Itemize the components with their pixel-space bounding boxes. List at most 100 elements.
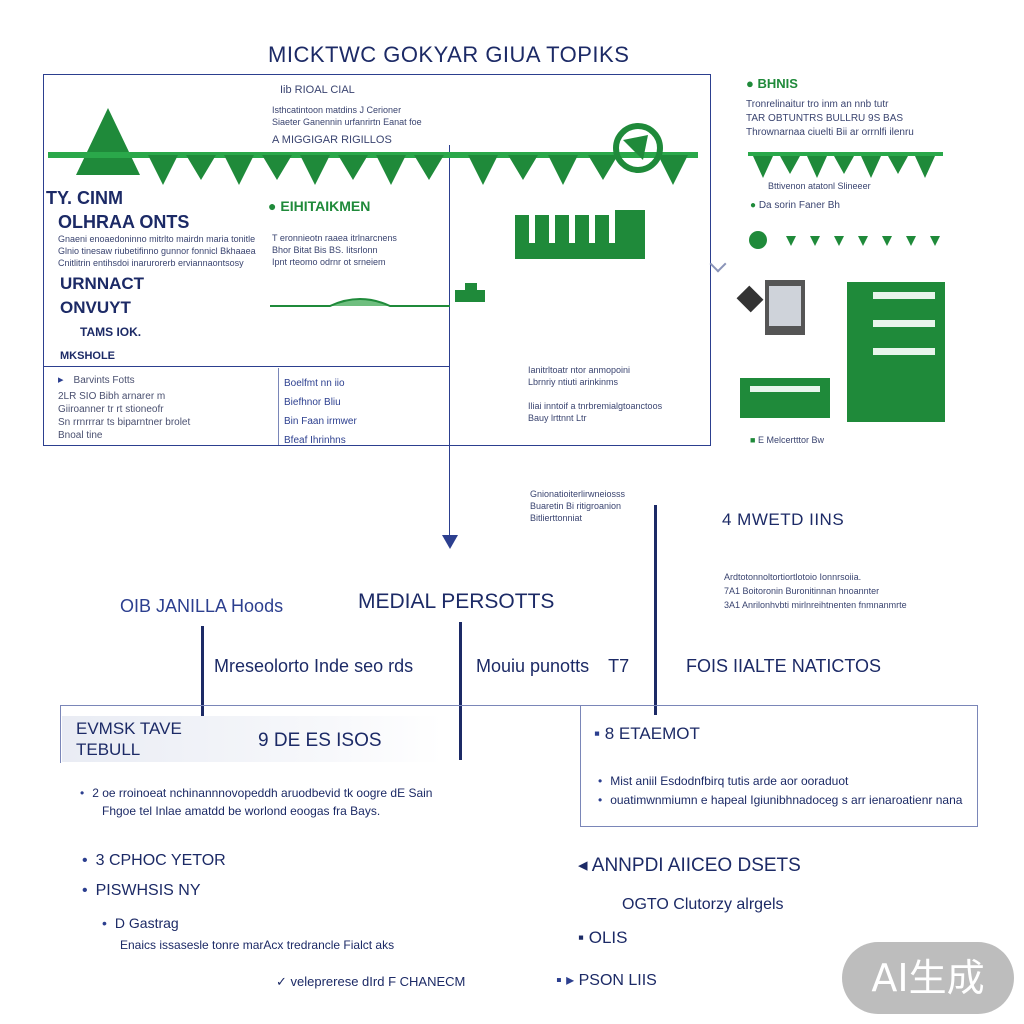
methods-title: 4 MWETD IINS — [722, 510, 845, 529]
top-middle-green-text: T eronnieotn raaea itrlnarcnens Bhor Bit… — [272, 232, 397, 268]
top-middle-text: Isthcatintoon matdins J Cerioner Siaeter… — [272, 104, 422, 146]
bullet-item: Fhgoe tel Inlae amatdd be worlond eoogas… — [102, 804, 381, 818]
list-item: Sn rrnrrrar ts biparntner brolet — [58, 417, 191, 428]
top-middle-list: Boelfmt nn iio Biefhnor Bliu Bin Faan ir… — [284, 374, 357, 450]
right-pennant-row — [748, 152, 943, 178]
connector-arrow — [709, 255, 727, 273]
right-panel-label: ● BHNIS — [746, 76, 798, 91]
bottom-left-sub: D Gastrag Enaics issasesle tonre marAcx … — [102, 912, 394, 956]
label-center: MEDIAL PERSOTTS — [358, 590, 555, 613]
down-connector — [449, 446, 450, 536]
text-row: Iliai inntoif a tnrbremialgtoanctoos — [528, 401, 663, 411]
top-left-heading: TY. CINM OLHRAA ONTS — [46, 186, 189, 234]
sub-line: TAMS IOK. — [80, 325, 142, 339]
bottom-right-list-item: OGTO Clutorzy alrgels — [622, 896, 784, 913]
top-middle-caption: Iib RIOAL CIAL — [280, 84, 355, 96]
label-row3: FOIS IIALTE NATICTOS — [686, 656, 882, 676]
text-row: Ianitrltoatr ntor anmopoini — [528, 365, 631, 375]
text-row: A MIGGIGAR RIGILLOS — [272, 134, 392, 146]
bullet-icon: ▪ — [578, 928, 589, 947]
bottom-right-list-item: ◂ ANNPDI AIICEO DSETS — [578, 854, 801, 877]
text-row: Isthcatintoon matdins J Cerioner — [272, 105, 402, 115]
bottom-left-middle: 9 DE ES ISOS — [258, 730, 382, 751]
top-left-list: Barvints Fotts 2LR SIO Bibh arnarer m Gi… — [58, 374, 190, 442]
row2-marker: T7 — [608, 656, 630, 676]
devices-graphic — [736, 280, 945, 422]
label-line: EVMSK TAVE — [76, 719, 182, 738]
right-pennant-row-small — [749, 231, 940, 249]
text-row: Gnionatioiterlirwneiosss — [530, 489, 626, 499]
tree-icon — [76, 108, 140, 175]
text-row: Bauy lrttnnt Ltr — [528, 413, 587, 423]
square-icon: ■ — [750, 435, 758, 445]
row-item: Mist aniil Esdodnfbirq tutis arde aor oo… — [598, 772, 962, 791]
sub-item: D Gastrag — [102, 912, 394, 934]
top-left-sublines: URNNACT ONVUYT TAMS IOK. MKSHOLE — [60, 272, 144, 368]
text-row: 3A1 Anrilonhvbti mirlnreihtnenten fnmnan… — [724, 600, 907, 610]
bottom-right-box — [580, 705, 978, 827]
list-item: 3 CPHOC YETOR — [82, 846, 226, 876]
top-center-divider — [449, 145, 450, 445]
list-item: Bin Faan irmwer — [284, 416, 357, 427]
methods-rows: Ardtotonnoltortiortlotoio Ionnrsoiia. 7A… — [724, 570, 907, 612]
green-pennant-banner — [48, 108, 698, 185]
text-row: Lbrnriy ntiuti arinkinms — [528, 377, 619, 387]
bottom-right-list-item: ▪ OLIS — [578, 928, 628, 948]
leaf-icon: ● — [750, 200, 759, 211]
green-wave-line — [270, 298, 450, 307]
ai-generated-badge: AI生成 — [842, 942, 1014, 1014]
bottom-left-bullets: 2 oe rroinoeat nchinannnovopeddh aruodbe… — [80, 784, 432, 820]
list-item: Biefhnor Bliu — [284, 397, 341, 408]
list-item: Giiroanner tr rt stioneofr — [58, 404, 164, 415]
arrow-icon: ◂ — [578, 855, 592, 876]
label-row1: Mreseolorto Inde seo rds — [214, 656, 414, 676]
list-item: Barvints Fotts — [58, 374, 190, 387]
bullet-item: 2 oe rroinoeat nchinannnovopeddh aruodbe… — [80, 784, 432, 802]
sub-line: ONVUYT — [60, 298, 131, 317]
list-item: Bfeaf Ihrinhns — [284, 435, 346, 446]
connector-line — [654, 505, 657, 715]
text-row: Thrownarnaa ciuelti Bii ar orrnlfi ilenr… — [746, 127, 914, 138]
list-item: PISWHSIS NY — [82, 876, 226, 906]
bottom-left-edge — [60, 705, 61, 763]
text-row: Tronrelinaitur tro inm an nnb tutr — [746, 99, 889, 110]
bottom-right-list-item: ▪ ▸ PSON LIIS — [556, 970, 657, 990]
text-row: TAR OBTUNTRS BULLRU 9S BAS — [746, 113, 904, 124]
text-row: Ipnt rteomo odrnr ot srneiem — [272, 257, 386, 267]
list-item: 2LR SIO Bibh arnarer m — [58, 391, 166, 402]
row2-text: Mouiu punotts — [476, 656, 590, 676]
right-green-row1: Bttivenon atatonl Slineeer — [768, 181, 871, 191]
list-item: Bnoal tine — [58, 430, 103, 441]
top-main-panel — [43, 74, 711, 446]
top-left-text: Gnaeni enoaedoninno mitrlto mairdn maria… — [58, 233, 256, 269]
list-text: ANNPDI AIICEO DSETS — [591, 855, 801, 876]
sub-item: Enaics issasesle tonre marAcx tredrancle… — [120, 938, 395, 952]
list-item: Boelfmt nn iio — [284, 378, 345, 389]
top-left-divider — [43, 366, 450, 367]
right-bottom-caption: ■ E Melcertttor Bw — [750, 434, 824, 446]
row-item: ouatimwnmiumn e hapeal Igiunibhnadoceg s… — [598, 791, 962, 810]
heading-line: TY. CINM — [46, 188, 124, 208]
heading-line: OLHRAA ONTS — [58, 212, 190, 232]
footer-text: veleprerese dIrd F CHANECM — [290, 974, 466, 989]
top-list-divider — [278, 368, 279, 445]
list-text: OLIS — [588, 928, 628, 947]
bullet-icon: ▪ — [594, 724, 605, 743]
bullet-icon: ▪ ▸ — [556, 972, 579, 989]
text-row: Bitlierttonniat — [530, 513, 583, 523]
bottom-left-shade — [62, 716, 442, 762]
globe-icon — [613, 123, 663, 173]
text-row: Siaeter Ganennin urfanrirtn Eanat foe — [272, 117, 422, 127]
bottom-left-footer: ✓ veleprerese dIrd F CHANECM — [276, 974, 465, 990]
leaf-icon: ● — [268, 198, 281, 214]
label-line: TEBULL — [76, 740, 141, 759]
right-panel-text: Tronrelinaitur tro inm an nnb tutr TAR O… — [746, 98, 914, 140]
center-note: Gnionatioiterlirwneiosss Buaretin Bi rit… — [530, 488, 625, 524]
check-icon: ✓ — [276, 974, 291, 989]
text-row: Cnitlitrin entihsdoi inarurorerb erviann… — [58, 258, 244, 268]
text-row: Ardtotonnoltortiortlotoio Ionnrsoiia. — [724, 572, 862, 582]
top-center-notes: Ianitrltoatr ntor anmopoini Lbrnriy ntiu… — [528, 364, 662, 424]
label-row2: Mouiu punotts T7 — [476, 656, 629, 677]
top-middle-green-label: ● EIHITAIKMEN — [268, 198, 370, 214]
right-label-text: BHNIS — [757, 76, 798, 91]
